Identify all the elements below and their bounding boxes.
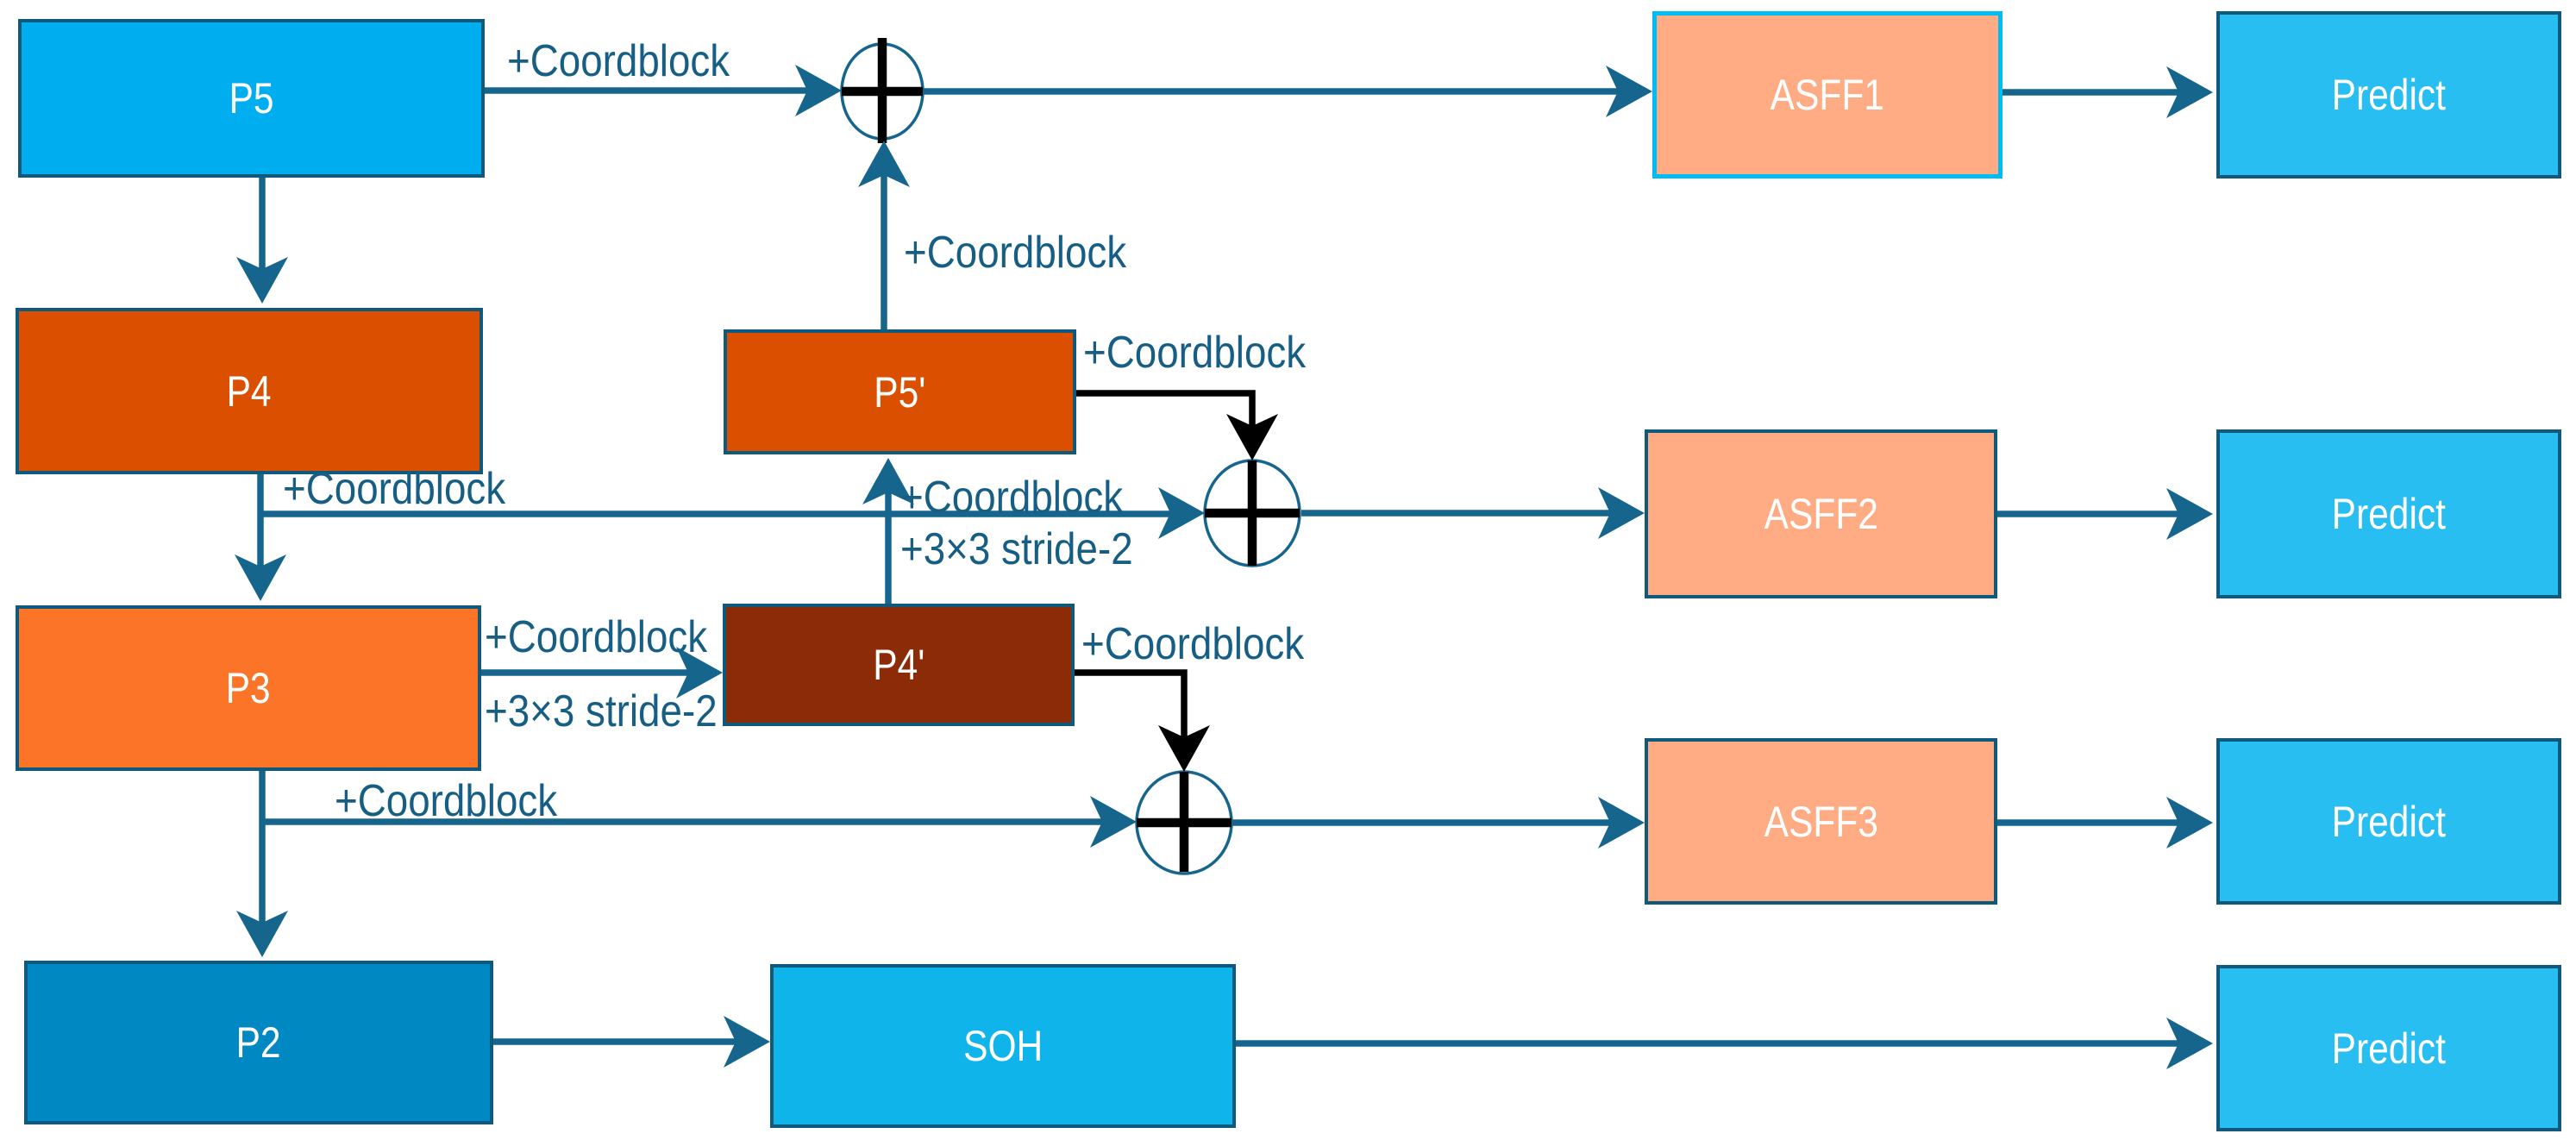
edge-label-p3-to-p4prime-coordblock: +Coordblock: [485, 612, 708, 662]
node-p2: P2: [24, 961, 493, 1124]
node-label: Predict: [2331, 71, 2447, 119]
node-label: ASFF3: [1764, 797, 1878, 846]
edge-label-p4prime-up-coordblock: +Coordblock: [900, 473, 1124, 523]
node-label: P5': [874, 367, 926, 417]
node-soh: SOH: [770, 964, 1236, 1128]
node-predict4: Predict: [2216, 965, 2561, 1131]
node-label: ASFF2: [1764, 490, 1878, 538]
edge-label-p4prime-to-sum3: +Coordblock: [1081, 619, 1305, 669]
black-edges: [1075, 390, 1256, 737]
node-asff2: ASFF2: [1645, 429, 1997, 598]
sum-node-2: [1203, 459, 1301, 567]
node-asff1: ASFF1: [1652, 11, 2003, 179]
node-p4: P4: [16, 308, 483, 474]
node-asff3: ASFF3: [1645, 738, 1997, 905]
node-label: P2: [235, 1018, 281, 1067]
node-label: P4: [226, 366, 272, 416]
plus-cross-icon: [842, 38, 923, 143]
node-p5-prime: P5': [724, 329, 1076, 454]
node-label: P5: [229, 74, 274, 122]
node-predict1: Predict: [2216, 11, 2561, 179]
edge-label-p4prime-up-stride: +3×3 stride-2: [900, 524, 1133, 574]
node-p3: P3: [16, 605, 481, 771]
node-label: Predict: [2331, 797, 2447, 846]
edge-label-p5prime-to-sum2: +Coordblock: [1083, 328, 1307, 378]
edge-label-p5prime-to-sum1: +Coordblock: [904, 228, 1127, 278]
edge-p4prime-to-sum3: [1075, 669, 1188, 737]
node-p4-prime: P4': [723, 604, 1075, 726]
node-predict2: Predict: [2216, 429, 2561, 598]
edge-label-p3-to-p4prime-stride: +3×3 stride-2: [485, 686, 718, 736]
node-p5: P5: [18, 19, 485, 178]
node-label: SOH: [962, 1022, 1044, 1070]
node-label: P4': [872, 641, 925, 689]
node-label: ASFF1: [1770, 71, 1885, 119]
teal-edges: [257, 87, 2178, 1047]
plus-cross-icon: [1205, 460, 1300, 566]
edge-label-p3-to-sum3: +Coordblock: [335, 776, 558, 826]
node-label: P3: [225, 664, 271, 712]
edge-label-p4-to-sum2: +Coordblock: [283, 464, 506, 514]
sum-node-1: [840, 38, 924, 143]
node-label: Predict: [2331, 1024, 2447, 1073]
edge-label-p5-to-sum1: +Coordblock: [507, 36, 730, 86]
plus-cross-icon: [1137, 772, 1232, 872]
sum-node-3: [1135, 770, 1233, 875]
edge-p5prime-to-sum2: [1076, 390, 1256, 426]
node-label: Predict: [2331, 490, 2447, 538]
node-predict3: Predict: [2216, 738, 2561, 905]
